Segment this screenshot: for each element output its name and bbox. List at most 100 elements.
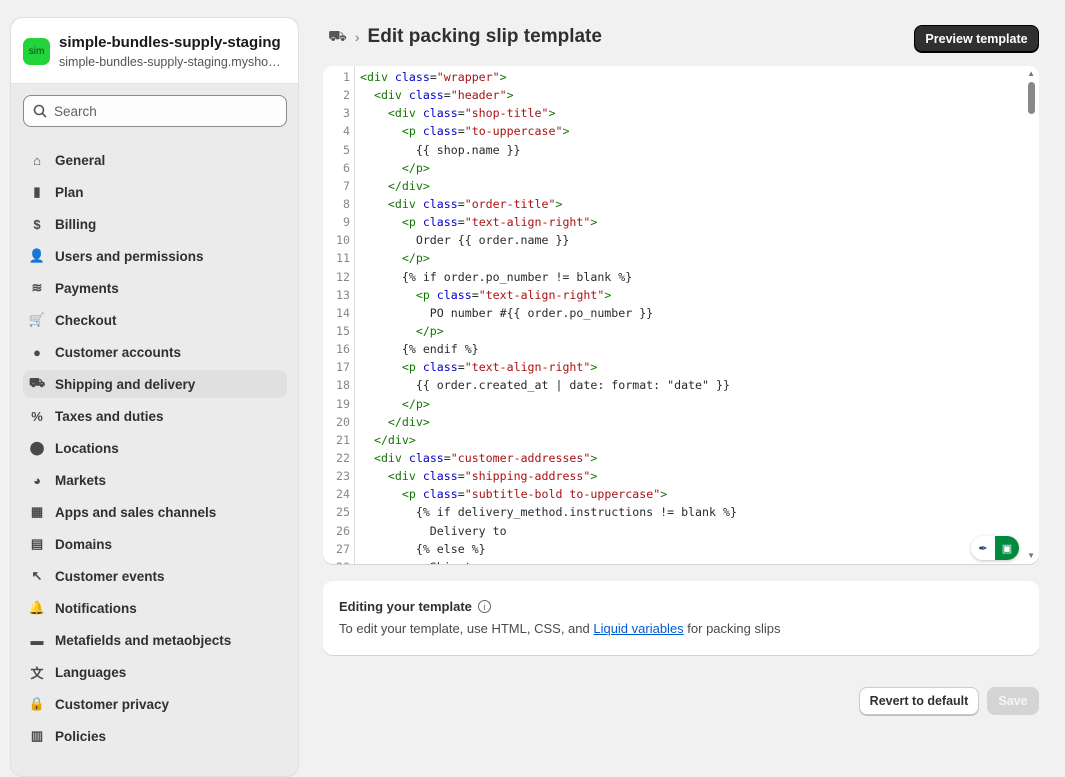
sidebar-item-customer-events[interactable]: ↖Customer events [23, 562, 287, 590]
line-number: 20 [336, 414, 350, 429]
code-line[interactable]: 3 <div class="shop-title"> [323, 104, 1019, 122]
line-number: 21 [336, 432, 350, 447]
sidebar-item-metafields-and-metaobjects[interactable]: ▬ Metafields and metaobjects [23, 626, 287, 654]
code-line[interactable]: 28 Ship to [323, 558, 1019, 564]
save-button[interactable]: Save [987, 687, 1039, 715]
sidebar-item-label: Metafields and metaobjects [55, 632, 232, 648]
sidebar-item-billing[interactable]: $Billing [23, 210, 287, 238]
line-number: 15 [336, 323, 350, 338]
code-line[interactable]: 1<div class="wrapper"> [323, 68, 1019, 86]
line-text: {% else %} [360, 541, 486, 556]
code-line[interactable]: 15 </p> [323, 322, 1019, 340]
code-line[interactable]: 4 <p class="to-uppercase"> [323, 122, 1019, 140]
sidebar-item-users-and-permissions[interactable]: 👤Users and permissions [23, 242, 287, 270]
sidebar-item-label: Customer events [55, 568, 165, 584]
code-line[interactable]: 19 </p> [323, 395, 1019, 413]
sidebar-item-general[interactable]: ⌂General [23, 146, 287, 174]
lock-icon: 🔒 [28, 696, 46, 711]
line-number: 3 [343, 106, 350, 121]
code-line[interactable]: 17 <p class="text-align-right"> [323, 358, 1019, 376]
metafields-icon: ▬ [30, 632, 44, 648]
code-line[interactable]: 10 Order {{ order.name }} [323, 231, 1019, 249]
scroll-down-icon[interactable]: ▼ [1027, 551, 1035, 560]
line-number: 23 [336, 469, 350, 484]
code-content[interactable]: 1<div class="wrapper">2 <div class="head… [323, 68, 1019, 564]
sidebar-item-domains[interactable]: ▤Domains [23, 530, 287, 558]
truck-icon[interactable]: ⛟ [328, 27, 347, 45]
code-line[interactable]: 27 {% else %} [323, 540, 1019, 558]
sidebar-item-markets[interactable]: ◕Markets [23, 466, 287, 494]
line-number: 18 [336, 378, 350, 393]
sidebar-item-customer-accounts[interactable]: ●Customer accounts [23, 338, 287, 366]
editor-extension-pill[interactable]: ✒ ▣ [971, 536, 1019, 560]
code-line[interactable]: 11 </p> [323, 249, 1019, 267]
line-number: 25 [336, 505, 350, 520]
line-text: </div> [387, 178, 430, 193]
line-number: 4 [343, 124, 350, 139]
sidebar-item-notifications[interactable]: 🔔Notifications [23, 594, 287, 622]
code-line[interactable]: 16 {% endif %} [323, 340, 1019, 358]
info-text-after: for packing slips [683, 621, 781, 636]
line-number: 28 [323, 558, 350, 564]
code-line[interactable]: 20 </div> [323, 413, 1019, 431]
code-line[interactable]: 26 Delivery to [323, 522, 1019, 540]
line-text: {% if order.po_number != blank %} [360, 269, 633, 284]
sidebar-item-label: Payments [55, 280, 119, 296]
line-number-gutter [323, 66, 355, 564]
sidebar-item-label: General [55, 152, 106, 168]
info-icon[interactable]: i [477, 600, 491, 613]
domains-icon: ▤ [30, 536, 44, 551]
store-header[interactable]: sim simple-bundles-supply-staging simple… [11, 18, 298, 84]
code-line[interactable]: 21 </div> [323, 431, 1019, 449]
line-text: </p> [401, 251, 430, 266]
code-line[interactable]: 12 {% if order.po_number != blank %} [323, 268, 1019, 286]
code-line[interactable]: 18 {{ order.created_at | date: format: "… [323, 376, 1019, 394]
sidebar-item-plan[interactable]: ▮Plan [23, 178, 287, 206]
sidebar-item-label: Policies [55, 728, 107, 744]
code-line[interactable]: 5 {{ shop.name }} [323, 141, 1019, 159]
scroll-up-icon[interactable]: ▲ [1027, 69, 1035, 78]
line-text: <p class="text-align-right"> [415, 287, 612, 302]
sidebar-item-label: Customer accounts [55, 344, 182, 360]
sidebar-item-apps-and-sales-channels[interactable]: ▦Apps and sales channels [23, 498, 287, 526]
robot-icon[interactable]: ▣ [995, 536, 1019, 560]
search-input[interactable]: Search [23, 95, 287, 127]
sidebar-item-payments[interactable]: ≋Payments [23, 274, 287, 302]
code-editor[interactable]: 1<div class="wrapper">2 <div class="head… [323, 66, 1039, 564]
editor-scrollbar[interactable]: ▲ ▼ [1023, 66, 1039, 564]
code-line[interactable]: 25 {% if delivery_method.instructions !=… [323, 503, 1019, 521]
code-line[interactable]: 8 <div class="order-title"> [323, 195, 1019, 213]
code-line[interactable]: 2 <div class="header"> [323, 86, 1019, 104]
code-line[interactable]: 13 <p class="text-align-right"> [323, 286, 1019, 304]
sidebar-item-checkout[interactable]: 🛒Checkout [23, 306, 287, 334]
revert-to-default-button[interactable]: Revert to default [859, 687, 979, 715]
sidebar-item-label: Shipping and delivery [55, 376, 196, 392]
sidebar-item-shipping-and-delivery[interactable]: ⛟Shipping and delivery [23, 370, 287, 398]
sidebar-item-locations[interactable]: ⬤Locations [23, 434, 287, 462]
liquid-variables-link[interactable]: Liquid variables [593, 621, 684, 636]
code-line[interactable]: 23 <div class="shipping-address"> [323, 467, 1019, 485]
code-line[interactable]: 6 </p> [323, 159, 1019, 177]
feather-icon[interactable]: ✒ [971, 536, 995, 560]
line-text: <div class="header"> [373, 88, 514, 103]
sidebar-item-customer-privacy[interactable]: 🔒 Customer privacy [23, 690, 287, 718]
sidebar-item-label: Customer privacy [55, 696, 170, 712]
code-line[interactable]: 22 <div class="customer-addresses"> [323, 449, 1019, 467]
code-line[interactable]: 14 PO number #{{ order.po_number }} [323, 304, 1019, 322]
line-text: {{ shop.name }} [360, 142, 521, 157]
scrollbar-thumb[interactable] [1028, 82, 1035, 114]
sidebar-item-taxes-and-duties[interactable]: %Taxes and duties [23, 402, 287, 430]
location-icon: ⬤ [29, 440, 45, 455]
line-text: <p class="text-align-right"> [401, 215, 598, 230]
code-line[interactable]: 24 <p class="subtitle-bold to-uppercase"… [323, 485, 1019, 503]
line-number: 7 [343, 178, 350, 193]
sidebar-item-policies[interactable]: ▥Policies [23, 722, 287, 750]
preview-template-button[interactable]: Preview template [914, 25, 1039, 53]
page-title: Edit packing slip template [367, 26, 602, 47]
code-line[interactable]: 7 </div> [323, 177, 1019, 195]
billing-icon: $ [33, 216, 41, 232]
sidebar-item-label: Plan [55, 184, 84, 200]
code-line[interactable]: 9 <p class="text-align-right"> [323, 213, 1019, 231]
